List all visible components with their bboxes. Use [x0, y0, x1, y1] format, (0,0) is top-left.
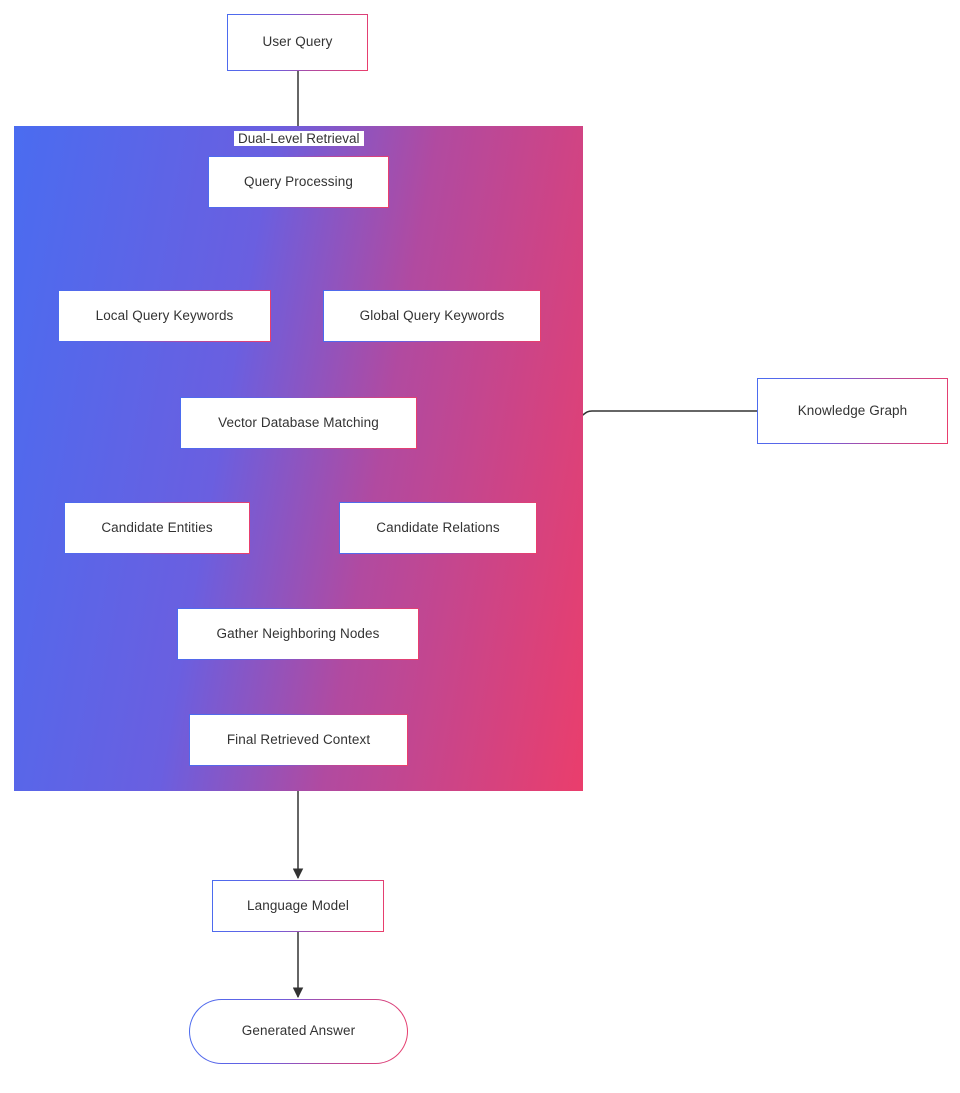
subgraph-label-dual-level-retrieval: Dual-Level Retrieval [234, 131, 364, 146]
node-language-model[interactable]: Language Model [212, 880, 384, 932]
node-label-user-query: User Query [262, 34, 333, 50]
node-label-vector-database-matching: Vector Database Matching [218, 414, 379, 430]
node-generated-answer[interactable]: Generated Answer [189, 999, 408, 1064]
node-label-generated-answer: Generated Answer [241, 1023, 356, 1039]
node-label-local-query-keywords: Local Query Keywords [95, 307, 234, 323]
node-gather-neighboring-nodes[interactable]: Gather Neighboring Nodes [177, 608, 419, 660]
node-final-retrieved-context[interactable]: Final Retrieved Context [189, 714, 408, 766]
node-candidate-entities[interactable]: Candidate Entities [64, 502, 250, 554]
node-knowledge-graph[interactable]: Knowledge Graph [757, 378, 948, 444]
node-label-final-retrieved-context: Final Retrieved Context [226, 731, 371, 747]
subgraph-dual-level-retrieval [14, 126, 583, 791]
node-label-query-processing: Query Processing [244, 173, 353, 189]
node-label-candidate-entities: Candidate Entities [101, 519, 213, 535]
node-vector-database-matching[interactable]: Vector Database Matching [180, 397, 417, 449]
node-label-gather-neighboring-nodes: Gather Neighboring Nodes [216, 625, 380, 641]
node-label-language-model: Language Model [247, 897, 349, 913]
node-candidate-relations[interactable]: Candidate Relations [339, 502, 537, 554]
node-global-query-keywords[interactable]: Global Query Keywords [323, 290, 541, 342]
node-local-query-keywords[interactable]: Local Query Keywords [58, 290, 271, 342]
node-label-knowledge-graph: Knowledge Graph [797, 402, 908, 418]
node-user-query[interactable]: User Query [227, 14, 368, 71]
node-label-candidate-relations: Candidate Relations [376, 519, 500, 535]
node-label-global-query-keywords: Global Query Keywords [359, 307, 505, 323]
node-query-processing[interactable]: Query Processing [208, 156, 389, 208]
